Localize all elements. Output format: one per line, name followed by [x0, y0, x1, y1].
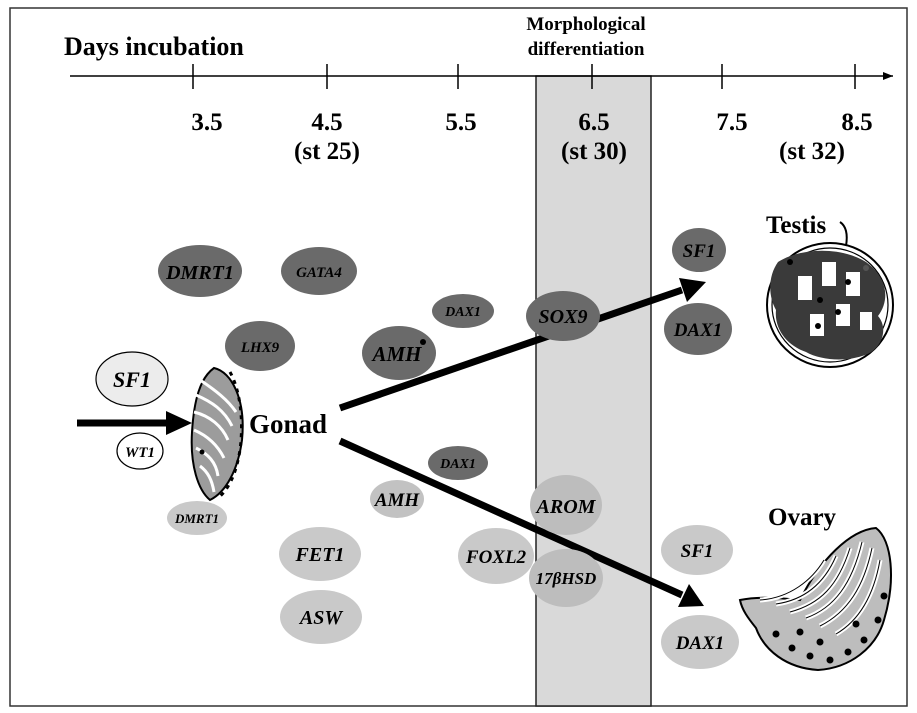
svg-text:ASW: ASW [298, 607, 343, 629]
svg-text:AROM: AROM [535, 496, 597, 518]
tick-label-day: 8.5 [841, 109, 872, 136]
svg-text:FOXL2: FOXL2 [465, 547, 527, 568]
gene-oval-arom: AROM [530, 475, 602, 535]
testis-arrowhead [679, 278, 706, 302]
svg-text:AMH: AMH [370, 342, 422, 366]
gene-oval-sf1-testis: SF1 [672, 228, 726, 272]
tick-7-5: 7.5 [716, 64, 748, 136]
gene-oval-sf1-ovary: SF1 [661, 525, 733, 575]
gene-oval-foxl2: FOXL2 [458, 528, 534, 584]
svg-text:DAX1: DAX1 [675, 633, 725, 654]
svg-text:SF1: SF1 [113, 367, 151, 392]
gonad-label: Gonad [249, 409, 327, 439]
tick-3-5: 3.5 [191, 64, 223, 136]
ovary-illustration [738, 526, 892, 672]
svg-text:FET1: FET1 [295, 544, 345, 566]
ovary-label: Ovary [768, 504, 837, 531]
figure-border [9, 7, 908, 707]
band-label-line1: Morphological [526, 14, 645, 35]
tick-4-5: 4.5 (st 25) [294, 64, 360, 165]
tick-label-day: 4.5 [311, 109, 342, 136]
tick-6-5: 6.5 (st 30) [561, 64, 627, 165]
svg-text:SF1: SF1 [683, 241, 716, 262]
gene-oval-dmrt1-small: DMRT1 [167, 501, 227, 535]
gene-oval-gata4: GATA4 [281, 247, 357, 295]
svg-text:AMH: AMH [374, 490, 421, 511]
svg-text:WT1: WT1 [125, 445, 155, 461]
gene-oval-sf1-left: SF1 [95, 351, 169, 407]
band-label-line2: differentiation [528, 39, 645, 60]
axis-title: Days incubation [64, 32, 244, 61]
svg-text:DAX1: DAX1 [439, 457, 476, 472]
gene-oval-amh-dark: AMH [362, 326, 436, 380]
svg-text:DAX1: DAX1 [673, 320, 723, 341]
svg-text:GATA4: GATA4 [296, 265, 342, 281]
testis-label: Testis [766, 212, 826, 239]
tick-8-5: 8.5 (st 32) [779, 64, 873, 165]
ovary-arrow-line [338, 437, 684, 599]
svg-text:DAX1: DAX1 [444, 305, 481, 320]
gene-oval-dax1-lower: DAX1 [428, 446, 488, 480]
tick-label-day: 6.5 [578, 109, 609, 136]
input-arrowhead [166, 411, 192, 435]
gene-oval-wt1: WT1 [116, 432, 164, 470]
tick-5-5: 5.5 [445, 64, 477, 136]
svg-text:DMRT1: DMRT1 [165, 262, 234, 284]
gene-oval-17bhsd: 17βHSD [529, 549, 603, 607]
gene-oval-dax1-ovary: DAX1 [661, 615, 739, 669]
tick-label-day: 3.5 [191, 109, 222, 136]
svg-text:SOX9: SOX9 [539, 306, 588, 328]
gonad-illustration [190, 366, 244, 502]
gene-oval-amh-light: AMH [370, 480, 424, 518]
tick-label-stage: (st 25) [294, 138, 360, 165]
gene-oval-dax1-testis: DAX1 [664, 303, 732, 355]
timeline-arrowhead [883, 72, 893, 80]
gene-oval-dmrt1: DMRT1 [158, 245, 242, 297]
ovary-arrowhead [678, 584, 704, 607]
svg-text:17βHSD: 17βHSD [536, 569, 597, 588]
svg-text:LHX9: LHX9 [240, 340, 280, 356]
tick-label-day: 7.5 [716, 109, 747, 136]
tick-label-day: 5.5 [445, 109, 476, 136]
tick-label-stage: (st 32) [779, 138, 845, 165]
gene-oval-dax1-upper: DAX1 [432, 294, 494, 328]
svg-text:DMRT1: DMRT1 [174, 511, 219, 526]
testis-arrow-line [338, 286, 684, 412]
gene-oval-fet1: FET1 [279, 527, 361, 581]
tick-label-stage: (st 30) [561, 138, 627, 165]
testis-illustration [766, 221, 894, 368]
gene-oval-lhx9: LHX9 [225, 321, 295, 371]
gene-oval-sox9: SOX9 [526, 291, 600, 341]
differentiation-band [535, 75, 652, 707]
svg-text:SF1: SF1 [681, 541, 714, 562]
gene-oval-asw: ASW [280, 590, 362, 644]
